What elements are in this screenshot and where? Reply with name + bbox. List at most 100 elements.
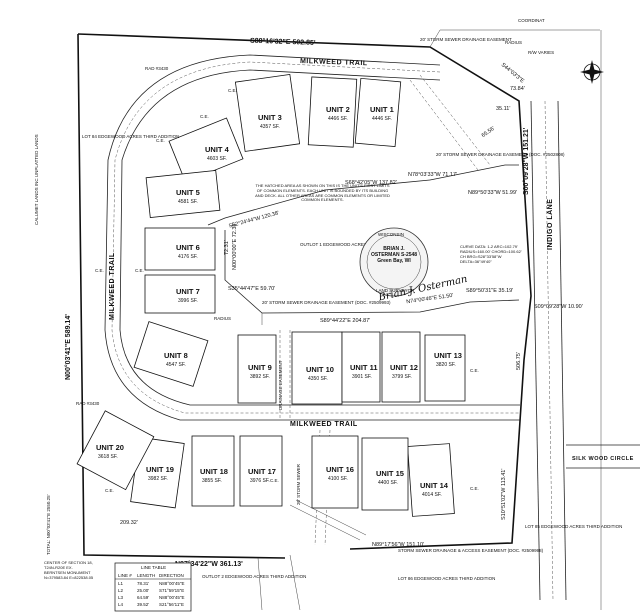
inner-bearing-3: N89°50'33"W 51.99'	[468, 190, 517, 196]
building-unit-12	[381, 331, 421, 403]
unit-area-label: 3892 SF.	[250, 374, 270, 380]
drainage-easement-label: DRAINAGE EASEMENT	[278, 360, 283, 410]
outlot-2-label: OUTLOT 2 EDGEWOOD ACRES THIRD ADDITION	[202, 574, 306, 579]
unit-name-label: UNIT 15	[376, 469, 404, 478]
line-table-cell: 39.52'	[137, 602, 149, 607]
unit-name-label: UNIT 11	[350, 363, 378, 372]
ce-label: C.E.	[156, 138, 165, 143]
north-arrow-icon	[580, 60, 604, 84]
ce-label: C.E.	[470, 368, 479, 373]
coordinat-label: COORDINAT	[518, 18, 545, 23]
building-unit-15	[361, 437, 409, 511]
stamp-name-block: BRIAN J. OSTERMAN S-2548 Green Bay, WI	[371, 246, 417, 264]
hatched-area-note: THE HATCHED AREA AS SHOWN ON THIS IS THE…	[255, 184, 390, 202]
unit-area-label: 3618 SF.	[98, 454, 118, 460]
center-section-text: CENTER OF SECTION 18, T24N-R20E EX. BERN…	[44, 560, 94, 580]
dim-4: 72.31'	[224, 240, 230, 255]
outlot-1-label: OUTLOT 1 EDGEWOOD ACRES THIRD ADDITION	[300, 242, 404, 247]
storm-easement-top-label: 20' STORM SEWER DRAINAGE EASEMENT	[420, 37, 512, 42]
north-line-bearing: S88°16'32"E 502.85'	[250, 37, 316, 47]
silk-wood-circle-road	[566, 444, 640, 469]
unit-name-label: UNIT 12	[390, 363, 418, 372]
line-table-cell: S21°56'11"E	[159, 602, 184, 607]
inner-bearing-9: S09°09'28"W 10.90'	[534, 304, 583, 310]
center-section-block: CENTER OF SECTION 18, T24N-R20E EX. BERN…	[44, 560, 94, 580]
milkweed-trail-road	[104, 54, 520, 421]
building-unit-9	[237, 334, 277, 404]
unit-area-label: 4350 SF.	[308, 376, 328, 382]
curve-data-text: CURVE DATA: 1-2 ARC=102.79' RADIUS=160.0…	[460, 244, 522, 264]
building-unit-20	[76, 410, 155, 491]
stamp-footer: LAND SURVEYOR	[376, 288, 415, 293]
ce-label: C.E.	[470, 486, 479, 491]
line-table-cell: L4	[118, 602, 124, 607]
easement-labels: 20' STORM SEWER DRAINAGE EASEMENT 20' ST…	[46, 18, 565, 555]
dim-5: 209.32'	[120, 520, 138, 526]
lot-85-label: LOT 85 EDGEWOOD ACRES THIRD ADDITION	[525, 524, 622, 529]
ce-label: C.E.	[270, 478, 279, 483]
unit-name-label: UNIT 8	[164, 351, 188, 360]
unit-name-label: UNIT 20	[96, 443, 124, 452]
building-unit-13	[424, 334, 466, 402]
east-line-upper-bearing: S00°09'28"W 151.21'	[522, 127, 530, 195]
unit-area-label: 4400 SF.	[378, 480, 398, 486]
south-line-bearing: N87°34'22"W 361.13'	[175, 560, 243, 568]
inner-bearing-10: N00°00'00"E 72.31'	[232, 222, 238, 270]
building-unit-2	[307, 76, 358, 148]
building-unit-7	[144, 274, 216, 314]
building-unit-11	[341, 331, 381, 403]
storm-easement-mid-label: 20' STORM SEWER DRAINAGE EASEMENT (DOC. …	[436, 152, 565, 157]
unit-area-label: 4446 SF.	[372, 116, 392, 122]
unit-name-label: UNIT 2	[326, 105, 350, 114]
unit-area-label: 3996 SF.	[178, 298, 198, 304]
building-unit-18	[191, 435, 235, 507]
building-unit-1	[354, 77, 402, 148]
storm-sewer-label: 20' STORM SEWER	[296, 463, 301, 505]
line-table-header: LINE #	[118, 573, 132, 578]
line-table-cell: 78.31'	[137, 581, 149, 586]
building-unit-14	[407, 443, 455, 517]
inner-bearing-5: S35°44'47"E 59.70'	[228, 286, 275, 292]
unit-area-label: 3799 SF.	[392, 374, 412, 380]
unit-name-label: UNIT 1	[370, 105, 394, 114]
total-line-label: TOTAL: N00°03'41"E 2550.25'	[46, 494, 51, 555]
dim-6: 506.75'	[516, 352, 522, 370]
unit-area-label: 4176 SF.	[178, 254, 198, 260]
line-table-cell: S71°59'15"E	[159, 588, 184, 593]
dim-3: 73.84'	[510, 86, 525, 92]
dim-1: 65.56'	[481, 126, 497, 139]
ce-label: C.E.	[95, 268, 104, 273]
unit-name-label: UNIT 4	[205, 145, 230, 154]
unit-name-label: UNIT 17	[248, 467, 276, 476]
line-table-cell: N88°00'45"E	[159, 581, 185, 586]
unit-name-label: UNIT 18	[200, 467, 228, 476]
radius-mid-label: RADIUS	[214, 316, 231, 321]
unit-area-label: 3982 SF.	[148, 476, 168, 482]
building-unit-3	[234, 73, 301, 152]
inner-bearing-2: N78°03'33"W 71.17'	[408, 172, 457, 178]
unit-name-label: UNIT 16	[326, 465, 354, 474]
storm-easement-bottom-label: STORM SEWER DRAINAGE & ACCESS EASEMENT (…	[398, 548, 544, 553]
unit-name-label: UNIT 14	[420, 481, 449, 490]
unit-name-label: UNIT 10	[306, 365, 334, 374]
unit-name-label: UNIT 3	[258, 113, 282, 122]
unit-area-label: 3976 SF.	[250, 478, 270, 484]
north-east-bearing: S44°03'3"E	[500, 62, 525, 85]
inner-bearing-8: S89°50'31"E 35.19'	[466, 288, 513, 294]
storm-easement-center-label: 20' STORM SEWER DRAINAGE EASEMENT (DOC. …	[262, 300, 391, 305]
building-unit-17	[239, 435, 283, 507]
unit-area-label: 3901 SF.	[352, 374, 372, 380]
rad-top-label: RAD #3430	[145, 66, 169, 71]
silk-wood-circle-label: SILK WOOD CIRCLE	[572, 456, 634, 462]
unit-area-label: 4603 SF.	[207, 156, 227, 162]
lot-84-label: LOT 84 EDGEWOOD ACRES THIRD ADDITION	[82, 134, 179, 139]
cal-lands-label: CALUMET LANDS INC UNPLATTED LANDS	[34, 134, 39, 225]
unit-area-label: 3855 SF.	[202, 478, 222, 484]
radius-top-label: RADIUS	[505, 40, 522, 45]
buildings	[76, 73, 466, 517]
line-table-header: LENGTH	[137, 573, 155, 578]
ce-label: C.E.	[228, 88, 237, 93]
